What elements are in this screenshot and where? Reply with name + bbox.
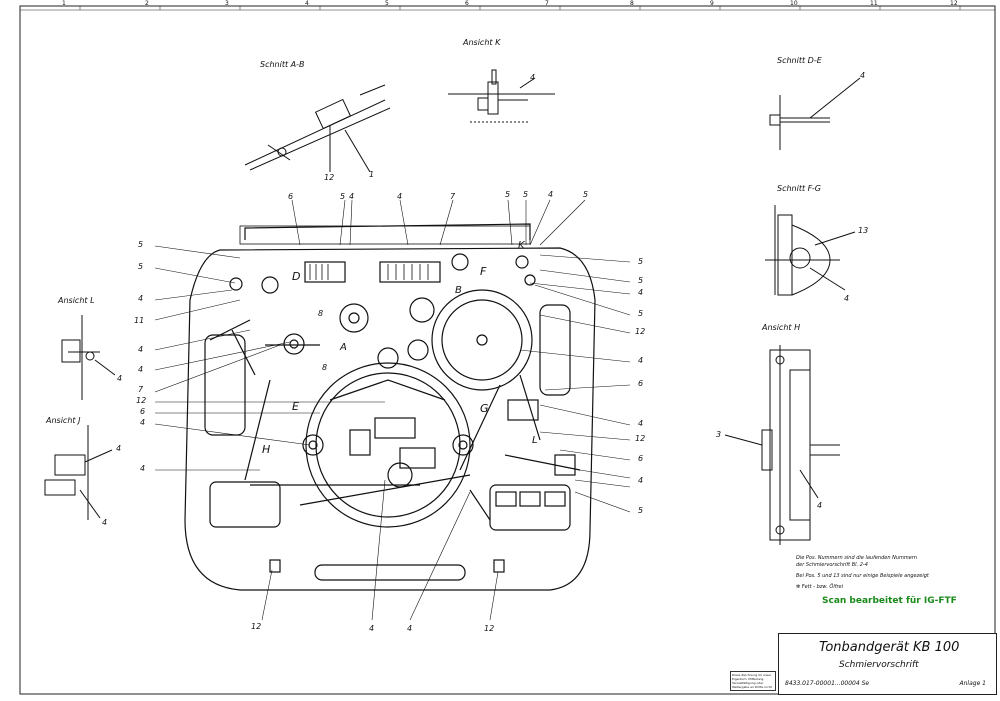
callout: 3	[716, 430, 722, 439]
section-letter: L	[532, 435, 538, 446]
frame-number: 12	[950, 0, 958, 7]
callout: 6	[140, 407, 146, 416]
section-letter: G	[480, 402, 489, 415]
view-h	[724, 345, 840, 545]
callout: 4	[638, 476, 644, 485]
callout: 4	[102, 518, 108, 527]
view-title-j: Ansicht J	[46, 416, 81, 425]
callout: 4	[407, 624, 413, 633]
callout: 4	[369, 624, 375, 633]
view-l	[61, 315, 116, 400]
callout: 5	[138, 262, 144, 271]
callout: 7	[138, 385, 144, 394]
callout: 12	[136, 396, 147, 405]
callout: 5	[583, 190, 589, 199]
frame-number: 4	[305, 0, 309, 7]
title-block: Tonbandgerät KB 100 Schmiervorschrift 84…	[778, 633, 997, 695]
view-de	[769, 77, 861, 150]
note-line: der Schmiervorschrift Bl. 2-4	[796, 562, 868, 568]
callout: 4	[817, 501, 823, 510]
callout: 5	[505, 190, 511, 199]
view-title-k: Ansicht K	[463, 38, 501, 47]
callout: 5	[638, 309, 644, 318]
callout: 4	[140, 418, 146, 427]
main-assembly	[154, 199, 631, 621]
section-letter: D	[292, 270, 301, 283]
callout: 5	[138, 240, 144, 249]
frame-number: 2	[145, 0, 149, 7]
callout: 5	[638, 276, 644, 285]
callout: 7	[450, 192, 456, 201]
drawing-number: 8433.017-00001...00004 Se	[785, 680, 870, 687]
view-k	[448, 69, 555, 123]
frame-number: 9	[710, 0, 714, 7]
callout: 8	[318, 309, 324, 318]
frame-number: 3	[225, 0, 229, 7]
callout: 5	[638, 257, 644, 266]
callout: 1	[369, 170, 375, 179]
callout: 4	[638, 288, 644, 297]
view-fg	[765, 205, 856, 296]
callout: 4	[140, 464, 146, 473]
note-line: Die Pos. Nummern sind die laufenden Numm…	[796, 555, 918, 561]
frame-number: 6	[465, 0, 469, 7]
view-title-l: Ansicht L	[58, 296, 95, 305]
callout: 4	[638, 356, 644, 365]
callout: 4	[138, 365, 144, 374]
view-j	[44, 425, 113, 520]
callout: 11	[134, 316, 145, 325]
frame-number: 11	[870, 0, 878, 7]
notes: Die Pos. Nummern sind die laufenden Numm…	[796, 555, 986, 593]
callout: 4	[844, 294, 850, 303]
callout: 4	[349, 192, 355, 201]
callout: 12	[635, 327, 646, 336]
frame-number: 5	[385, 0, 389, 7]
section-letter: A	[340, 342, 347, 353]
callout: 4	[530, 73, 536, 82]
callout: 12	[251, 622, 262, 631]
drawing-title: Tonbandgerät KB 100	[819, 640, 960, 655]
callout: 6	[638, 454, 644, 463]
note-line: Bei Pos. 5 und 13 sind nur einige Beispi…	[796, 573, 929, 579]
view-title-h: Ansicht H	[762, 323, 801, 332]
callout: 4	[548, 190, 554, 199]
view-title-fg: Schnitt F-G	[777, 184, 821, 193]
callout: 4	[138, 345, 144, 354]
sheet-label: Anlage 1	[959, 680, 986, 687]
callout: 6	[288, 192, 294, 201]
callout: 4	[138, 294, 144, 303]
callout: 5	[523, 190, 529, 199]
frame-number: 8	[630, 0, 634, 7]
view-title-de: Schnitt D-E	[777, 56, 822, 65]
note-line: ✻ Fett - bzw. Ölfrei	[796, 584, 843, 590]
drawing-subtitle: Schmiervorschrift	[839, 660, 919, 670]
frame-number: 1	[62, 0, 66, 7]
frame-number: 10	[790, 0, 798, 7]
callout: 5	[638, 506, 644, 515]
frame-number: 7	[545, 0, 549, 7]
section-letter: F	[480, 265, 487, 278]
view-title-ab: Schnitt A-B	[260, 60, 305, 69]
callout: 6	[638, 379, 644, 388]
callout: 4	[638, 419, 644, 428]
callout: 5	[340, 192, 346, 201]
callout: 4	[860, 71, 866, 80]
callout: 4	[116, 444, 122, 453]
callout: 12	[635, 434, 646, 443]
callout: 4	[117, 374, 123, 383]
callout: 8	[322, 363, 328, 372]
copyright-block: Diese Zeichnung ist unser Eigentum. Mitt…	[730, 671, 776, 691]
section-letter: B	[455, 285, 462, 296]
callout: 4	[397, 192, 403, 201]
callout: 12	[324, 173, 335, 182]
scan-stamp: Scan bearbeitet für IG-FTF	[822, 596, 957, 606]
section-letter: K	[518, 240, 525, 251]
callout: 13	[858, 226, 869, 235]
callout: 12	[484, 624, 495, 633]
section-letter: E	[292, 400, 299, 413]
section-letter: H	[262, 443, 271, 456]
view-ab	[244, 84, 391, 173]
